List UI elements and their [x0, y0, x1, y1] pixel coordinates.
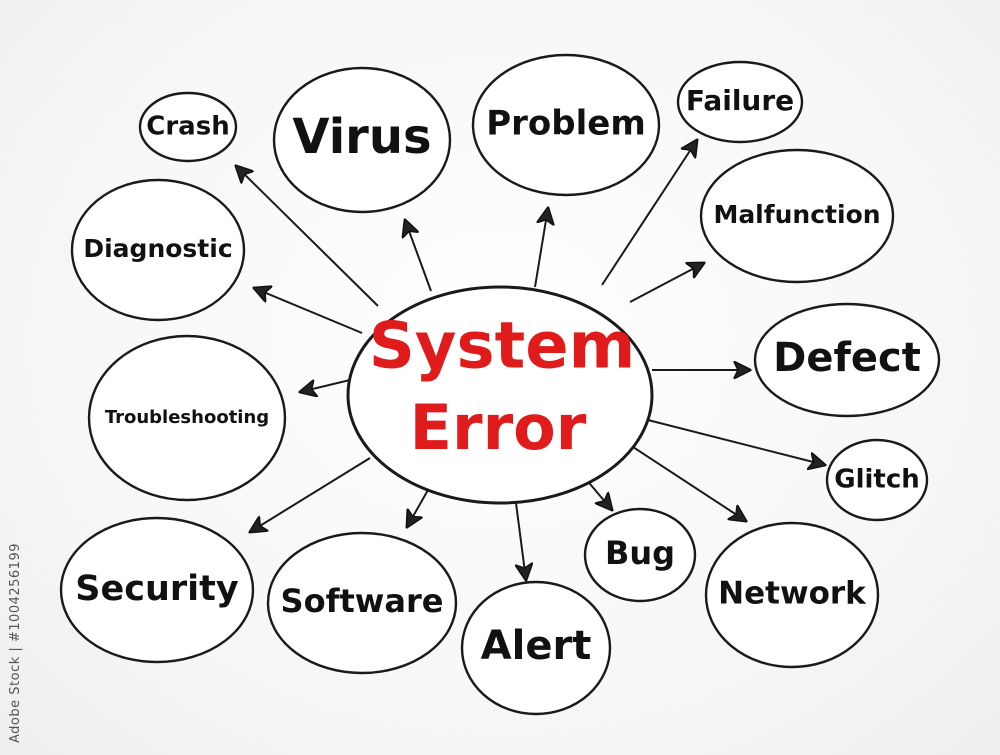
arrow-to-failure	[601, 140, 697, 286]
arrow-to-software	[407, 489, 429, 527]
connectors	[236, 140, 825, 580]
node-label-bug: Bug	[605, 534, 675, 572]
node-bubble-malfunction	[699, 148, 895, 284]
node-label-failure: Failure	[686, 84, 794, 117]
node-label-network: Network	[718, 576, 867, 612]
node-defect: Defect	[753, 302, 941, 418]
node-bubble-software	[266, 531, 458, 675]
node-bug: Bug	[583, 507, 697, 603]
node-label-defect: Defect	[773, 335, 921, 381]
node-problem: Problem	[471, 53, 661, 197]
arrow-to-alert	[516, 502, 526, 580]
arrow-to-network	[629, 444, 746, 521]
node-bubble-defect	[753, 302, 941, 418]
node-bubble-failure	[676, 60, 804, 144]
central-topic-line1: System	[369, 310, 636, 384]
arrow-to-problem	[534, 208, 548, 288]
node-network: Network	[704, 521, 880, 669]
node-label-alert: Alert	[481, 623, 592, 669]
node-bubble-network	[704, 521, 880, 669]
central-topic-bubble	[346, 285, 654, 505]
node-label-troubleshooting: Troubleshooting	[105, 407, 269, 428]
arrow-to-troubleshooting	[300, 379, 351, 392]
node-label-problem: Problem	[486, 104, 646, 144]
node-bubble-security	[59, 516, 255, 664]
node-bubble-glitch	[825, 438, 929, 522]
central-topic-line2: Error	[410, 391, 587, 464]
node-failure: Failure	[676, 60, 804, 144]
node-troubleshooting: Troubleshooting	[87, 334, 287, 502]
node-bubble-diagnostic	[70, 178, 246, 322]
arrow-to-glitch	[639, 417, 825, 465]
arrow-to-diagnostic	[254, 288, 363, 334]
node-diagnostic: Diagnostic	[70, 178, 246, 322]
central-topic: System Error	[346, 285, 654, 505]
stock-id-watermark: Adobe Stock | #1004256199	[8, 543, 23, 743]
node-label-virus: Virus	[292, 109, 431, 165]
node-label-malfunction: Malfunction	[713, 200, 880, 229]
node-bubble-crash	[138, 91, 238, 163]
node-malfunction: Malfunction	[699, 148, 895, 284]
node-bubble-alert	[460, 580, 612, 716]
node-label-crash: Crash	[146, 112, 229, 142]
node-label-software: Software	[281, 582, 444, 620]
arrow-to-virus	[405, 220, 432, 292]
node-label-diagnostic: Diagnostic	[83, 234, 232, 263]
node-crash: Crash	[138, 91, 238, 163]
node-glitch: Glitch	[825, 438, 929, 522]
node-label-security: Security	[75, 569, 239, 609]
arrow-to-security	[250, 457, 371, 532]
node-software: Software	[266, 531, 458, 675]
node-label-glitch: Glitch	[834, 465, 920, 495]
arrow-to-crash	[236, 166, 379, 307]
node-bubble-troubleshooting	[87, 334, 287, 502]
node-bubble-virus	[272, 66, 452, 214]
node-bubble-bug	[583, 507, 697, 603]
node-bubble-problem	[471, 53, 661, 197]
node-virus: Virus	[272, 66, 452, 214]
node-alert: Alert	[460, 580, 612, 716]
node-security: Security	[59, 516, 255, 664]
arrow-to-malfunction	[629, 263, 704, 303]
